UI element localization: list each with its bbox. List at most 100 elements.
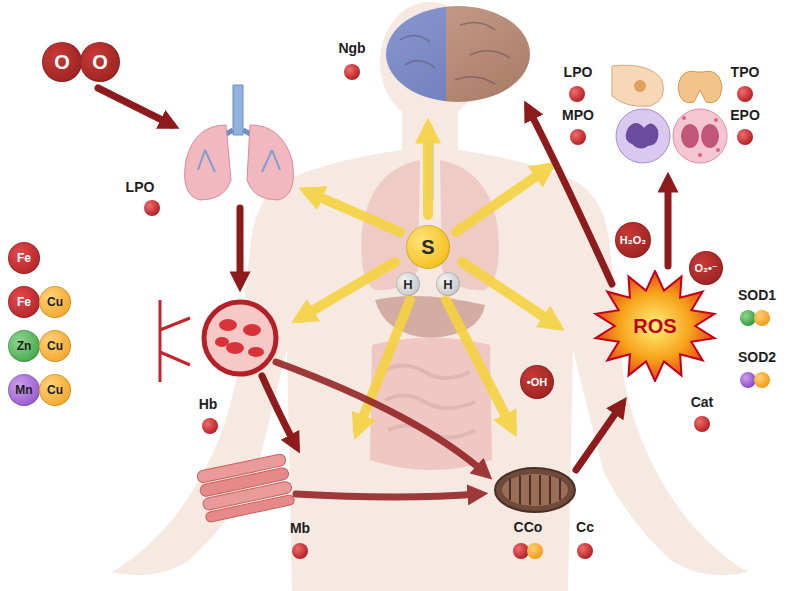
- illustration-part: [205, 494, 295, 522]
- illustration-part: [112, 110, 748, 591]
- illustration-part: [714, 118, 718, 122]
- breast-tissue: [612, 65, 664, 106]
- metal-circle: Cu: [39, 286, 71, 318]
- illustration-part: [204, 302, 276, 374]
- illustration-part: [344, 64, 360, 80]
- illustration-part: [682, 116, 686, 120]
- node-text: O: [92, 52, 108, 72]
- illustration-part: [202, 418, 218, 434]
- metal-circle: Fe: [8, 242, 40, 274]
- illustration-part: [527, 543, 543, 559]
- node-text: H: [443, 278, 452, 291]
- node-text: H: [403, 278, 412, 291]
- enzyme-label: CCo: [514, 520, 543, 534]
- illustration-part: [226, 342, 244, 354]
- enzyme-label: LPO: [564, 65, 593, 79]
- illustration-part: [237, 208, 244, 284]
- illustration-part: [513, 543, 529, 559]
- illustration-part: [495, 468, 575, 512]
- enzyme-label: EPO: [730, 108, 760, 122]
- illustration-part: [196, 453, 295, 523]
- illustration-part: [626, 123, 659, 149]
- enzyme-label: Mb: [290, 521, 310, 535]
- illustration-part: [185, 125, 231, 200]
- illustration-part: [612, 65, 664, 106]
- illustration-part: [300, 262, 395, 318]
- ros-burst: ROS: [593, 270, 717, 382]
- node-text: Cu: [47, 296, 63, 308]
- illustration-part: [233, 85, 243, 135]
- enzyme-label: SOD1: [738, 288, 776, 302]
- oxygen-atom: O: [42, 42, 82, 82]
- node-text: O: [54, 52, 70, 72]
- illustration-part: [616, 109, 670, 163]
- illustration-part: [386, 6, 446, 102]
- illustration-part: [701, 124, 719, 148]
- illustration-part: [678, 71, 722, 102]
- burst-outline: [596, 271, 715, 381]
- species-circle: O₂•⁻: [689, 251, 723, 285]
- illustration-part: [510, 475, 560, 505]
- illustration-part: [740, 310, 756, 326]
- oxygen-atom: O: [80, 42, 120, 82]
- blood-vessel: [160, 300, 276, 382]
- illustration-part: [576, 404, 622, 470]
- illustration-part: [144, 200, 160, 216]
- enzyme-label: TPO: [731, 65, 760, 79]
- illustration-part: [243, 324, 261, 336]
- illustration-part: [385, 365, 475, 437]
- enzyme-label: Ngb: [338, 41, 365, 55]
- metal-circle: Fe: [8, 286, 40, 318]
- node-text: O₂•⁻: [694, 263, 717, 274]
- illustration-part: [160, 300, 190, 382]
- illustration-part: [98, 88, 172, 125]
- enzyme-label: Hb: [199, 397, 218, 411]
- illustration-part: [569, 86, 585, 102]
- illustration-part: [528, 108, 612, 284]
- metal-circle: Zn: [8, 330, 40, 362]
- hydrogen-atom: H: [436, 272, 460, 296]
- node-text: Fe: [17, 252, 31, 264]
- enzyme-label: LPO: [126, 180, 155, 194]
- illustration-part: [262, 376, 296, 446]
- flow-arrows: [98, 88, 668, 497]
- mitochondrion: [495, 468, 575, 512]
- enzyme-label: MPO: [562, 108, 594, 122]
- enzyme-label: SOD2: [738, 350, 776, 364]
- illustration-part: [198, 150, 280, 172]
- brain: [386, 6, 530, 102]
- illustration-part: [694, 416, 710, 432]
- node-text: Fe: [17, 296, 31, 308]
- illustration-part: [754, 372, 770, 388]
- illustration-part: [375, 296, 485, 338]
- illustration-part: [400, 22, 510, 84]
- illustration-part: [308, 192, 400, 232]
- sulfur-atom: S: [406, 225, 450, 269]
- illustration-part: [577, 543, 593, 559]
- metal-circle: Cu: [39, 374, 71, 406]
- illustration-part: [292, 543, 308, 559]
- enzyme-dots: [144, 64, 770, 559]
- hydrogen-atom: H: [396, 272, 420, 296]
- node-text: S: [421, 237, 434, 257]
- illustration-part: [698, 153, 702, 157]
- illustration-part: [740, 372, 756, 388]
- illustration-part: [681, 124, 699, 148]
- illustration-part: [502, 474, 568, 506]
- illustration-part: [737, 129, 753, 145]
- eosinophil: [673, 109, 727, 163]
- body-silhouette: [112, 2, 748, 591]
- illustration-part: [673, 109, 727, 163]
- metal-circle: Cu: [39, 330, 71, 362]
- node-text: Mn: [15, 384, 32, 396]
- illustration-part: [716, 148, 720, 152]
- lungs: [185, 85, 294, 200]
- node-text: ROS: [633, 316, 676, 336]
- illustration-part: [276, 362, 486, 474]
- thyroid: [678, 71, 722, 102]
- illustration-part: [634, 80, 646, 92]
- illustration-part: [570, 129, 586, 145]
- illustration-part: [754, 310, 770, 326]
- illustration-part: [296, 494, 480, 497]
